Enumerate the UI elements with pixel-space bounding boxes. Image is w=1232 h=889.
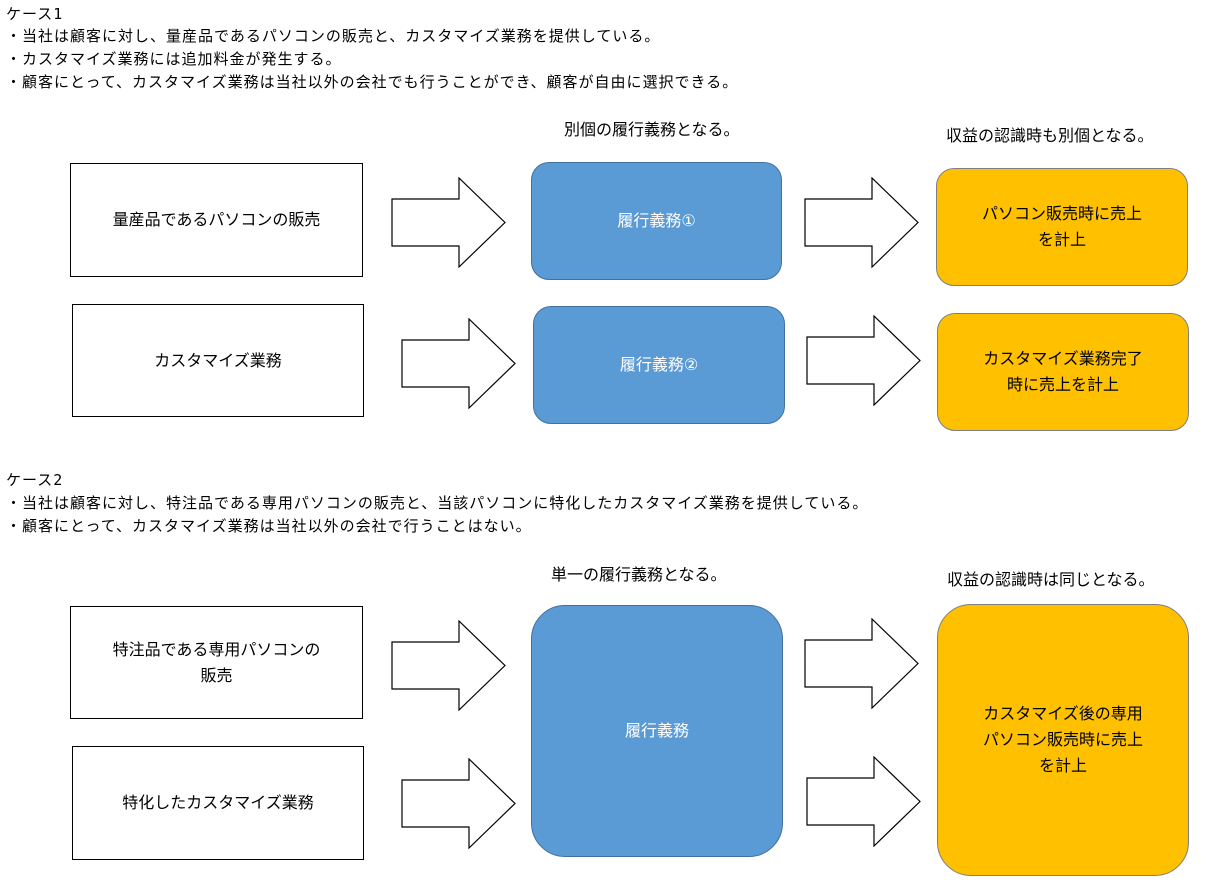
- case2-obligation-text: 履行義務: [624, 721, 689, 740]
- case2-revenue-box: カスタマイズ後の専用 パソコン販売時に売上 を計上: [937, 604, 1189, 876]
- case2-bullet-1: ・当社は顧客に対し、特注品である専用パソコンの販売と、当該パソコンに特化したカス…: [6, 494, 869, 512]
- case1-obligation-text-1: 履行義務①: [617, 211, 696, 230]
- case1-heading: ケース1: [6, 5, 64, 23]
- case1-arrow-right-icon-3: [401, 318, 516, 409]
- case1-bullet-2: ・カスタマイズ業務には追加料金が発生する。: [6, 50, 342, 68]
- case2-obligation-box: 履行義務: [531, 605, 783, 857]
- case1-revenue-label: 収益の認識時も別個となる。: [946, 126, 1154, 145]
- case1-revenue-text-2: カスタマイズ業務完了 時に売上を計上: [983, 349, 1143, 394]
- case1-input-box-1: 量産品であるパソコンの販売: [70, 163, 363, 277]
- case2-input-box-1: 特注品である専用パソコンの 販売: [70, 606, 363, 719]
- case2-input-text-2: 特化したカスタマイズ業務: [122, 793, 314, 812]
- case2-arrow-right-icon-2: [401, 758, 516, 849]
- case1-obligation-label: 別個の履行義務となる。: [564, 120, 740, 139]
- case1-input-text-1: 量産品であるパソコンの販売: [112, 210, 321, 229]
- case2-arrow-right-icon-1: [391, 620, 506, 711]
- case1-revenue-box-2: カスタマイズ業務完了 時に売上を計上: [937, 313, 1189, 431]
- case2-revenue-text: カスタマイズ後の専用 パソコン販売時に売上 を計上: [982, 704, 1143, 775]
- case1-arrow-right-icon-4: [806, 315, 921, 406]
- case2-obligation-label: 単一の履行義務となる。: [551, 565, 727, 584]
- case1-arrow-right-icon-1: [391, 177, 506, 268]
- case2-revenue-label: 収益の認識時は同じとなる。: [947, 570, 1155, 589]
- case1-arrow-right-icon-2: [804, 177, 919, 268]
- case1-revenue-box-1: パソコン販売時に売上 を計上: [936, 168, 1188, 286]
- case2-input-box-2: 特化したカスタマイズ業務: [72, 746, 364, 860]
- case1-revenue-text-1: パソコン販売時に売上 を計上: [981, 204, 1142, 249]
- case1-input-text-2: カスタマイズ業務: [154, 350, 282, 370]
- case2-arrow-right-icon-4: [806, 756, 921, 847]
- case1-bullet-3: ・顧客にとって、カスタマイズ業務は当社以外の会社でも行うことができ、顧客が自由に…: [6, 73, 739, 91]
- case1-input-box-2: カスタマイズ業務: [72, 304, 364, 417]
- case1-obligation-box-2: 履行義務②: [533, 306, 785, 424]
- case2-heading: ケース2: [6, 471, 64, 489]
- case1-obligation-text-2: 履行義務②: [619, 355, 699, 374]
- case2-arrow-right-icon-3: [804, 618, 919, 709]
- case1-bullet-1: ・当社は顧客に対し、量産品であるパソコンの販売と、カスタマイズ業務を提供している…: [6, 27, 661, 45]
- case2-bullet-2: ・顧客にとって、カスタマイズ業務は当社以外の会社で行うことはない。: [6, 517, 532, 535]
- case1-obligation-box-1: 履行義務①: [531, 162, 782, 280]
- case2-input-text-1: 特注品である専用パソコンの 販売: [112, 639, 321, 685]
